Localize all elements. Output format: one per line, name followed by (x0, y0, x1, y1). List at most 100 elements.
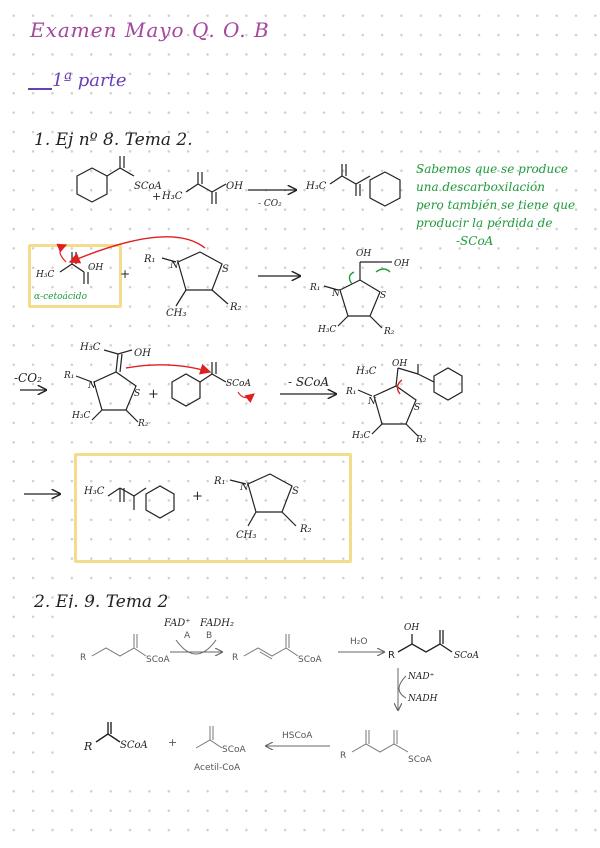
final-ch3: H₃C (83, 486, 105, 497)
thioester2-label: SCoA (226, 379, 251, 389)
step2-label: -CO₂ (14, 371, 42, 385)
tpp2-r2: R₂ (299, 524, 312, 535)
hydroxyacyl-coa (397, 630, 453, 653)
tpp2-r1: R₁ (213, 476, 226, 487)
green-note: Sabemos que se produce una descarboxilac… (416, 160, 586, 250)
product1-ch3: H₃C (305, 181, 327, 192)
adduct-r1: R₁ (309, 283, 320, 293)
intermediate (357, 364, 463, 437)
final-product-box (74, 453, 352, 563)
note-line-5: -SCoA (456, 234, 494, 248)
enoyl-r: R (232, 653, 238, 663)
note-line-2: una descarboxilación (416, 180, 545, 194)
thioester-label: SCoA (134, 181, 162, 192)
adduct-oh2: OH (394, 259, 409, 269)
plus-5: + (168, 736, 177, 749)
ketoacyl-coa (351, 730, 409, 753)
benzoyl-scoa (76, 156, 135, 203)
tpp-r2: R₂ (229, 302, 242, 313)
enoyl-coa (243, 634, 299, 660)
tpp-ylide-2 (229, 473, 297, 527)
inter-r1: R₁ (345, 387, 356, 397)
shortened-acyl-coa (95, 722, 121, 743)
keto-scoa: SCoA (408, 755, 433, 765)
section1-heading: 1. Ej nº 8. Tema 2. (34, 130, 193, 150)
plus-3: + (148, 387, 159, 402)
adduct-oh1: OH (356, 249, 371, 259)
hydroxy-r: R (388, 650, 395, 661)
acetyl-coa (195, 726, 223, 749)
red-leaving-arrow (237, 391, 255, 403)
tpp-ch3: CH₃ (166, 308, 186, 319)
enamine (75, 349, 139, 423)
final-ketone (107, 485, 175, 519)
adduct-r2: R₂ (383, 327, 395, 337)
hscoa-label: HSCoA (282, 731, 313, 741)
tpp2-s: S (292, 486, 299, 497)
inter-ch3: H₃C (355, 366, 377, 377)
ketoacid-oh: OH (88, 263, 103, 273)
ketoacid-box (28, 244, 122, 308)
note-line-1: Sabemos que se produce (416, 162, 569, 176)
fad-label: FAD⁺ (163, 618, 191, 629)
red-acylation-arrow (125, 363, 212, 375)
note-line-3: pero también se tiene que (416, 198, 576, 212)
enamine-r1: R₁ (63, 371, 74, 381)
part-dash (28, 88, 52, 90)
adduct-n: N (331, 289, 341, 299)
acyl-scoa: SCoA (146, 655, 171, 665)
pyruvate-ch3: H₃C (161, 191, 183, 202)
adduct (323, 261, 392, 329)
plus-4: + (192, 489, 203, 504)
enamine-oh: OH (134, 348, 151, 359)
inter-h3c: H₃C (351, 431, 370, 441)
nadh-label: NADH (407, 694, 438, 704)
arrow1-label: - CO₂ (258, 199, 282, 209)
acyl-r: R (80, 653, 86, 663)
product-1 (329, 164, 401, 207)
inter-oh: OH (392, 359, 407, 369)
enamine-h3c: H₃C (71, 411, 90, 421)
adduct-ch3: H₃C (317, 325, 336, 335)
enamine-ch3: H₃C (79, 342, 101, 353)
plus-1: + (152, 190, 161, 203)
red-arrow-inter (396, 379, 403, 395)
adduct-s: S (380, 291, 386, 301)
hydroxy-oh: OH (404, 623, 419, 633)
acyl-coa (91, 634, 147, 657)
section2-heading: 2. Ej. 9. Tema 2 (34, 592, 169, 612)
enamine-r2: R₂ (137, 419, 149, 429)
fadh-label: FADH₂ (199, 618, 234, 629)
plus-2: + (120, 267, 130, 281)
note-line-4: producir la pérdida de (416, 216, 553, 230)
label-b: B (206, 631, 212, 641)
nad-label: NAD⁺ (407, 672, 435, 682)
hydroxy-scoa: SCoA (454, 651, 479, 661)
enoyl-scoa: SCoA (298, 655, 323, 665)
inter-r2: R₂ (415, 435, 427, 445)
h2o-label: H₂O (350, 637, 367, 647)
enamine-s: S (134, 389, 140, 399)
acetyl-label: Acetil-CoA (194, 763, 241, 773)
part-label: 1ª parte (52, 70, 127, 91)
enamine-n: N (87, 381, 97, 391)
label-a: A (184, 631, 191, 641)
tpp-n: N (169, 260, 180, 271)
step3-label: - SCoA (288, 375, 329, 389)
tpp-r1: R₁ (143, 254, 156, 265)
acetyl-scoa: SCoA (222, 745, 247, 755)
tpp2-ch3: CH₃ (236, 530, 256, 541)
inter-s: S (414, 403, 420, 413)
short-r: R (83, 740, 92, 753)
pyruvate-oh: OH (226, 181, 243, 192)
keto-r: R (340, 751, 346, 761)
green-arrow-2 (375, 268, 391, 273)
red-attack-arrow (68, 236, 206, 264)
inter-n: N (367, 397, 377, 407)
tpp2-n: N (239, 482, 250, 493)
tpp-ylide-1 (161, 251, 229, 307)
pyruvate (185, 172, 227, 204)
red-carbonyl-arrow (56, 243, 68, 263)
page-title: Examen Mayo Q. O. B (30, 18, 270, 42)
